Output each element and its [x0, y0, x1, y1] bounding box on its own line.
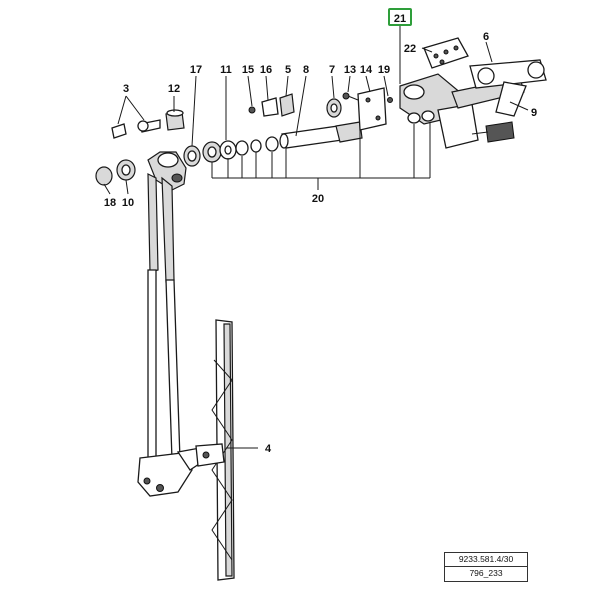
- callout-14: 14: [360, 64, 373, 76]
- callout-13: 13: [344, 64, 356, 76]
- wiper-motor: [399, 59, 547, 149]
- callout-21: 21: [394, 13, 406, 25]
- callout-6: 6: [483, 31, 489, 43]
- callout-4: 4: [265, 443, 272, 455]
- callout-22: 22: [404, 43, 416, 55]
- callout-5: 5: [285, 64, 291, 76]
- callout-11: 11: [220, 64, 232, 76]
- callout-labels: 21 22 6 9 3 12 17 11 15 16 5 8 7 13 14 1…: [104, 13, 537, 455]
- callout-20: 20: [312, 193, 324, 205]
- seal-kit: [423, 37, 469, 69]
- highlight-box: [388, 8, 412, 26]
- callout-3: 3: [123, 83, 129, 95]
- callout-12: 12: [168, 83, 180, 95]
- callout-17: 17: [190, 64, 202, 76]
- callout-16: 16: [260, 64, 272, 76]
- callout-15: 15: [242, 64, 254, 76]
- mounting-parts: [95, 109, 185, 186]
- wiper-arm: [137, 151, 203, 497]
- reference-number: 9233.581.4/30: [445, 553, 527, 567]
- callout-18: 18: [104, 197, 116, 209]
- callout-10: 10: [122, 197, 134, 209]
- callout-8: 8: [303, 64, 309, 76]
- leader-lines: [103, 26, 529, 449]
- reference-box: 9233.581.4/30 796_233: [444, 552, 528, 582]
- reference-code: 796_233: [469, 568, 503, 578]
- shaft-assembly: [183, 87, 393, 167]
- callout-9: 9: [531, 107, 537, 119]
- callout-7: 7: [329, 64, 335, 76]
- wiper-blade: [195, 319, 235, 581]
- callout-19: 19: [378, 64, 390, 76]
